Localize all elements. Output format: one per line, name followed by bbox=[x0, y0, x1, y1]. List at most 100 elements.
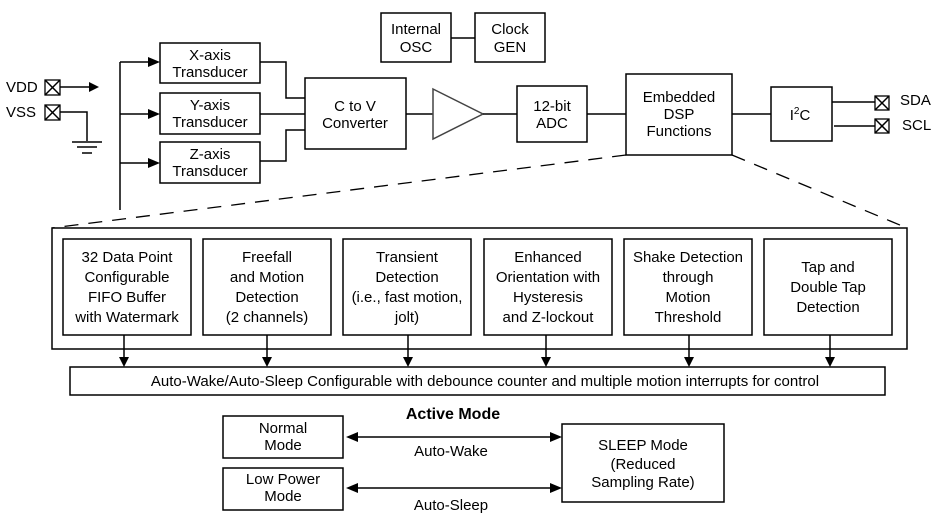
freefall-line-1: Freefall bbox=[242, 249, 292, 266]
expansion-line-left bbox=[51, 154, 627, 229]
shake-line-2: through bbox=[663, 269, 714, 286]
vdd-label: VDD bbox=[6, 79, 38, 96]
internal-osc: Internal OSC bbox=[380, 12, 452, 63]
sleep-mode-label: SLEEP Mode bbox=[598, 437, 688, 454]
fifo-line-3: FIFO Buffer bbox=[88, 289, 166, 306]
scl-label: SCL bbox=[902, 117, 931, 134]
auto-sleep-label: Auto-Sleep bbox=[414, 497, 488, 514]
transient-line-1: Transient bbox=[376, 249, 439, 266]
i2c-block: I2C bbox=[770, 86, 833, 142]
fifo-line-4: with Watermark bbox=[74, 309, 179, 326]
function-transient-detection: Transient Detection (i.e., fast motion, … bbox=[342, 238, 472, 336]
embedded-dsp: Embedded DSP Functions bbox=[625, 73, 733, 156]
function-shake-detection: Shake Detection through Motion Threshold bbox=[623, 238, 753, 336]
transient-line-2: Detection bbox=[375, 269, 438, 286]
orientation-line-2: Orientation with bbox=[496, 269, 600, 286]
normal-mode-label: Normal bbox=[259, 420, 307, 437]
clock-label: Clock bbox=[491, 21, 529, 38]
vss-label: VSS bbox=[6, 104, 36, 121]
x-axis-sublabel: Transducer bbox=[172, 64, 247, 81]
function-blocks: 32 Data Point Configurable FIFO Buffer w… bbox=[62, 238, 893, 336]
expansion-line-right bbox=[731, 154, 908, 229]
scl-pad-icon bbox=[874, 118, 890, 134]
arrow-right-icon bbox=[550, 483, 562, 493]
arrow-down-icon bbox=[262, 357, 272, 367]
ground-icon bbox=[72, 141, 102, 154]
y-axis-label: Y-axis bbox=[190, 97, 230, 114]
fifo-line-2: Configurable bbox=[84, 269, 169, 286]
auto-wake-sleep-bar: Auto-Wake/Auto-Sleep Configurable with d… bbox=[69, 366, 886, 396]
dsp-sublabel-2: Functions bbox=[646, 123, 711, 140]
tap-line-1: Tap and bbox=[801, 259, 854, 276]
vdd-pin: VDD bbox=[6, 79, 99, 96]
tap-line-2: Double Tap bbox=[790, 279, 866, 296]
transient-line-4: jolt) bbox=[394, 309, 419, 326]
dsp-sublabel: DSP bbox=[664, 106, 695, 123]
vdd-pad-icon bbox=[44, 79, 61, 96]
arrow-down-icon bbox=[825, 357, 835, 367]
freefall-line-3: Detection bbox=[235, 289, 298, 306]
orientation-line-4: and Z-lockout bbox=[503, 309, 595, 326]
sda-label: SDA bbox=[900, 92, 931, 109]
arrow-down-icon bbox=[403, 357, 413, 367]
adc-label: 12-bit bbox=[533, 98, 571, 115]
sda-pad-icon bbox=[874, 95, 890, 111]
arrow-left-icon bbox=[346, 432, 358, 442]
auto-wake-arrow: Auto-Wake bbox=[346, 432, 562, 460]
vdd-arrow-icon bbox=[89, 82, 99, 92]
z-axis-sublabel: Transducer bbox=[172, 163, 247, 180]
x-axis-label: X-axis bbox=[189, 47, 231, 64]
function-tap-detection: Tap and Double Tap Detection bbox=[763, 238, 893, 336]
adc: 12-bit ADC bbox=[516, 85, 588, 143]
low-power-label: Low Power bbox=[246, 471, 320, 488]
freefall-line-4: (2 channels) bbox=[226, 309, 309, 326]
shake-line-4: Threshold bbox=[655, 309, 722, 326]
amplifier-icon bbox=[432, 87, 485, 141]
function-freefall-motion: Freefall and Motion Detection (2 channel… bbox=[202, 238, 332, 336]
y-axis-sublabel: Transducer bbox=[172, 114, 247, 131]
arrow-down-icon bbox=[684, 357, 694, 367]
low-power-mode: Low Power Mode bbox=[222, 467, 344, 511]
x-axis-transducer: X-axis Transducer bbox=[159, 42, 261, 84]
i2c-label: I2C bbox=[790, 106, 811, 124]
normal-mode-sublabel: Mode bbox=[264, 437, 302, 454]
sleep-mode: SLEEP Mode (Reduced Sampling Rate) bbox=[561, 423, 725, 503]
arrow-right-icon bbox=[550, 432, 562, 442]
vss-pin: VSS bbox=[6, 104, 102, 154]
c-to-v-converter: C to V Converter bbox=[304, 77, 407, 150]
arrow-down-icon bbox=[541, 357, 551, 367]
vss-pad-icon bbox=[44, 104, 61, 121]
shake-line-3: Motion bbox=[665, 289, 710, 306]
sleep-mode-sublabel: (Reduced bbox=[610, 456, 675, 473]
sleep-mode-sublabel-2: Sampling Rate) bbox=[591, 474, 694, 491]
z-axis-transducer: Z-axis Transducer bbox=[159, 141, 261, 184]
shake-line-1: Shake Detection bbox=[633, 249, 743, 266]
osc-label: Internal bbox=[391, 21, 441, 38]
dsp-label: Embedded bbox=[643, 89, 716, 106]
arrow-left-icon bbox=[346, 483, 358, 493]
fifo-line-1: 32 Data Point bbox=[82, 249, 174, 266]
function-fifo-buffer: 32 Data Point Configurable FIFO Buffer w… bbox=[62, 238, 192, 336]
auto-bar-text: Auto-Wake/Auto-Sleep Configurable with d… bbox=[151, 373, 819, 390]
tap-line-3: Detection bbox=[796, 299, 859, 316]
normal-mode: Normal Mode bbox=[222, 415, 344, 459]
adc-sublabel: ADC bbox=[536, 115, 568, 132]
scl-pin: SCL bbox=[874, 117, 931, 134]
function-orientation: Enhanced Orientation with Hysteresis and… bbox=[483, 238, 613, 336]
auto-sleep-arrow: Auto-Sleep bbox=[346, 483, 562, 514]
z-axis-label: Z-axis bbox=[190, 146, 231, 163]
sda-pin: SDA bbox=[874, 92, 931, 111]
function-arrows bbox=[119, 335, 835, 367]
clock-gen: Clock GEN bbox=[474, 12, 546, 63]
low-power-sublabel: Mode bbox=[264, 488, 302, 505]
converter-label: C to V bbox=[334, 98, 376, 115]
arrow-down-icon bbox=[119, 357, 129, 367]
converter-sublabel: Converter bbox=[322, 115, 388, 132]
y-axis-transducer: Y-axis Transducer bbox=[159, 92, 261, 135]
orientation-line-1: Enhanced bbox=[514, 249, 582, 266]
active-mode-title: Active Mode bbox=[406, 406, 500, 423]
transient-line-3: (i.e., fast motion, bbox=[352, 289, 463, 306]
clock-sublabel: GEN bbox=[494, 39, 527, 56]
freefall-line-2: and Motion bbox=[230, 269, 304, 286]
